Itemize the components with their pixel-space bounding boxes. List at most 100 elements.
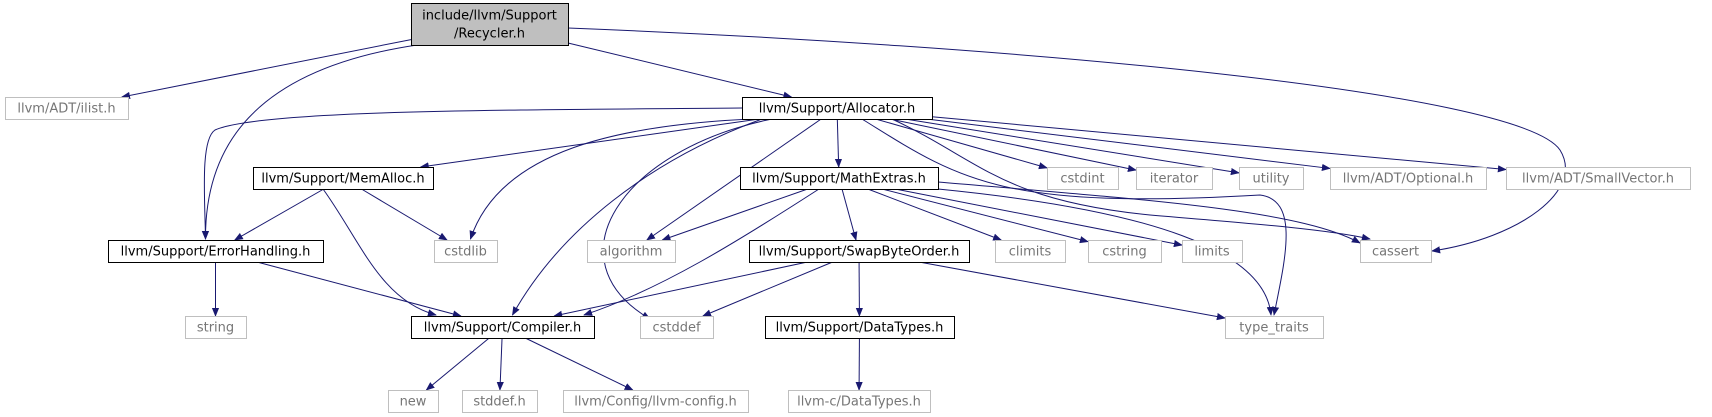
node-box [5, 97, 129, 120]
edge-swapbyteorder-to-type-traits [918, 261, 1226, 321]
node-llvmconfig: llvm/Config/llvm-config.h [563, 390, 749, 413]
node-box [185, 316, 247, 339]
node-label: llvm-c/DataTypes.h [797, 395, 921, 410]
edge-mathextras-to-algorithm [661, 188, 808, 241]
node-datatypes[interactable]: llvm/Support/DataTypes.h [765, 316, 955, 339]
node-stddef: stddef.h [462, 390, 538, 413]
node-box [434, 240, 498, 263]
node-box [411, 3, 569, 46]
node-box [108, 240, 324, 263]
node-box [1047, 167, 1119, 190]
edge-mathextras-to-climits [867, 188, 1003, 241]
node-label: iterator [1150, 172, 1199, 187]
node-box [765, 316, 955, 339]
edge-mathextras-to-swapbyteorder [841, 188, 858, 241]
node-label-line: cstddef [652, 321, 701, 336]
edge-compiler-to-new [425, 337, 490, 391]
edge-allocator-to-cassert [891, 118, 1371, 241]
edge-memalloc-to-cstdlib [361, 188, 448, 241]
node-optional: llvm/ADT/Optional.h [1330, 167, 1487, 190]
node-box [788, 390, 931, 413]
node-label-line: cstdlib [444, 245, 487, 260]
node-cstring: cstring [1088, 240, 1162, 263]
node-label: llvm/Support/SwapByteOrder.h [759, 245, 960, 260]
node-box [1506, 167, 1691, 190]
node-mathextras[interactable]: llvm/Support/MathExtras.h [740, 167, 939, 190]
edge-allocator-to-algorithm [646, 118, 822, 241]
node-recycler[interactable]: include/llvm/Support/Recycler.h [411, 3, 569, 46]
node-label: llvm/Config/llvm-config.h [574, 395, 736, 410]
node-errorhandling[interactable]: llvm/Support/ErrorHandling.h [108, 240, 324, 263]
node-box [640, 316, 714, 339]
node-memalloc[interactable]: llvm/Support/MemAlloc.h [253, 167, 434, 190]
node-cstdint: cstdint [1047, 167, 1119, 190]
node-label-line: /Recycler.h [454, 27, 525, 42]
node-box [411, 316, 595, 339]
node-type-traits: type_traits [1225, 316, 1324, 339]
node-compiler[interactable]: llvm/Support/Compiler.h [411, 316, 595, 339]
edge-memalloc-to-compiler [322, 188, 437, 317]
edge-allocator-to-smallvector [931, 116, 1507, 173]
node-label: include/llvm/Support/Recycler.h [422, 9, 557, 42]
node-label: limits [1194, 245, 1230, 260]
node-label-line: llvm/Support/DataTypes.h [776, 321, 944, 336]
edge-allocator-to-mathextras [834, 118, 843, 168]
edge-allocator-to-iterator [889, 118, 1137, 172]
node-label-line: cstdint [1060, 172, 1104, 187]
node-label: cstdlib [444, 245, 487, 260]
node-box [749, 240, 970, 263]
edge-compiler-to-stddef [496, 337, 504, 391]
edge-allocator-to-cstddef [602, 118, 773, 320]
edge-allocator-to-optional [926, 118, 1331, 172]
node-label-line: new [400, 395, 427, 410]
node-cdatatypes: llvm-c/DataTypes.h [788, 390, 931, 413]
node-label: llvm/Support/DataTypes.h [776, 321, 944, 336]
edge-recycler-to-cassert [567, 27, 1566, 254]
edge-mathextras-to-cassert [937, 181, 1361, 244]
node-label-line: llvm/Config/llvm-config.h [574, 395, 736, 410]
edge-recycler-to-ilist [121, 39, 412, 99]
node-label: algorithm [600, 245, 663, 260]
edge-allocator-to-errorhandling [201, 107, 743, 240]
node-label-line: limits [1194, 245, 1230, 260]
node-box [1182, 240, 1243, 263]
node-box [995, 240, 1066, 263]
node-label-line: llvm-c/DataTypes.h [797, 395, 921, 410]
node-label-line: llvm/ADT/SmallVector.h [1522, 172, 1674, 187]
node-allocator[interactable]: llvm/Support/Allocator.h [742, 97, 933, 120]
node-label-line: llvm/ADT/Optional.h [1343, 172, 1474, 187]
edge-swapbyteorder-to-cstddef [702, 261, 833, 317]
node-label: type_traits [1239, 321, 1309, 336]
node-smallvector: llvm/ADT/SmallVector.h [1506, 167, 1691, 190]
node-swapbyteorder[interactable]: llvm/Support/SwapByteOrder.h [749, 240, 970, 263]
node-box [1239, 167, 1304, 190]
node-label: llvm/ADT/Optional.h [1343, 172, 1474, 187]
edge-mathextras-to-cstring [881, 188, 1089, 244]
node-box [1088, 240, 1162, 263]
nodes: include/llvm/Support/Recycler.h llvm/ADT/… [5, 3, 1691, 413]
node-label-line: llvm/Support/MemAlloc.h [261, 172, 424, 187]
edge-mathextras-to-type-traits [937, 188, 1274, 316]
edge-allocator-to-utility [905, 118, 1240, 176]
node-label-line: llvm/Support/MathExtras.h [752, 172, 926, 187]
node-box [587, 240, 676, 263]
node-algorithm: algorithm [587, 240, 676, 263]
node-label: llvm/Support/ErrorHandling.h [121, 245, 311, 260]
edge-allocator-to-cstdlib [469, 118, 753, 240]
edge-swapbyteorder-to-compiler [553, 261, 808, 318]
node-utility: utility [1239, 167, 1304, 190]
node-label: climits [1009, 245, 1052, 260]
node-cstdlib: cstdlib [434, 240, 498, 263]
node-label-line: stddef.h [473, 395, 525, 410]
node-label: cstring [1102, 245, 1146, 260]
edge-compiler-to-llvmconfig [525, 337, 634, 391]
node-string: string [185, 316, 247, 339]
node-label: llvm/ADT/SmallVector.h [1522, 172, 1674, 187]
edge-errorhandling-to-compiler [256, 261, 462, 318]
node-label-line: llvm/Support/Allocator.h [759, 102, 916, 117]
node-label-line: iterator [1150, 172, 1199, 187]
node-label: llvm/Support/MemAlloc.h [261, 172, 424, 187]
node-box [1330, 167, 1487, 190]
node-box [462, 390, 538, 413]
